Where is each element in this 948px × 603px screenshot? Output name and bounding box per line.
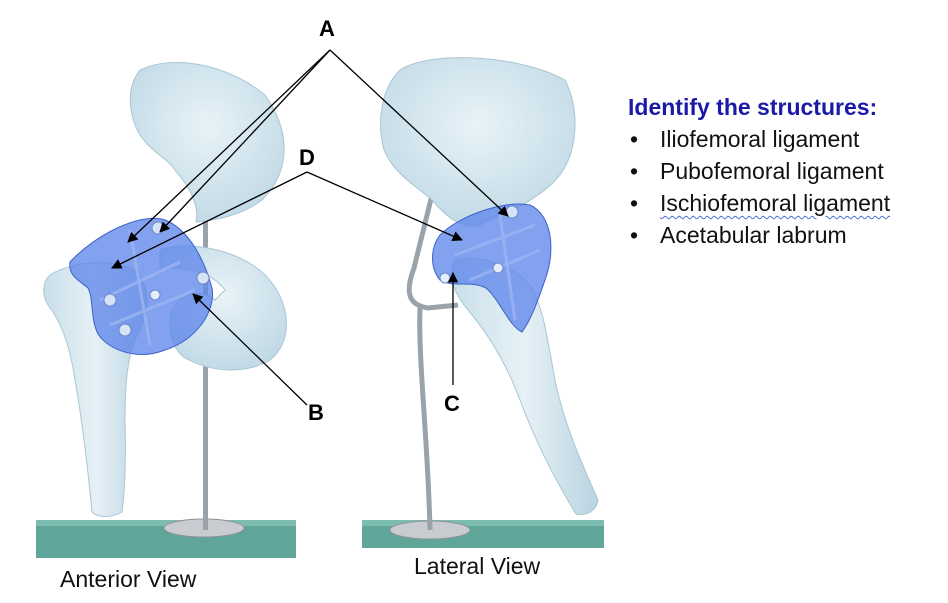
structures-panel: Identify the structures: Iliofemoral lig… <box>628 94 946 251</box>
list-item: Iliofemoral ligament <box>628 123 946 155</box>
list-item: Ischiofemoral ligament <box>628 187 946 219</box>
structures-list: Iliofemoral ligament Pubofemoral ligamen… <box>628 123 946 251</box>
leader-b <box>192 293 308 406</box>
label-a: A <box>319 16 335 41</box>
label-b: B <box>308 400 324 425</box>
caption-lateral-view: Lateral View <box>414 553 541 579</box>
leader-a-1 <box>127 49 331 243</box>
lateral-model <box>362 57 604 548</box>
list-item-text: Ischiofemoral ligament <box>660 190 891 216</box>
anterior-model <box>36 61 296 558</box>
caption-anterior-view: Anterior View <box>60 566 197 592</box>
list-item: Acetabular labrum <box>628 219 946 251</box>
leader-a-2 <box>159 49 331 233</box>
leader-d-2 <box>306 171 463 242</box>
label-d: D <box>299 145 315 170</box>
leader-lines <box>111 49 509 406</box>
panel-title: Identify the structures: <box>628 94 878 120</box>
leader-a-3 <box>329 49 509 217</box>
label-c: C <box>444 391 460 416</box>
list-item-text: Pubofemoral ligament <box>660 158 884 184</box>
list-item: Pubofemoral ligament <box>628 155 946 187</box>
list-item-text: Acetabular labrum <box>660 222 847 248</box>
anterior-pubic-ring <box>159 245 287 371</box>
anterior-ilium <box>129 61 285 223</box>
list-item-text: Iliofemoral ligament <box>660 126 860 152</box>
lateral-stand-rod <box>406 194 459 531</box>
lateral-ilium <box>380 57 576 227</box>
leader-d-1 <box>111 171 308 269</box>
